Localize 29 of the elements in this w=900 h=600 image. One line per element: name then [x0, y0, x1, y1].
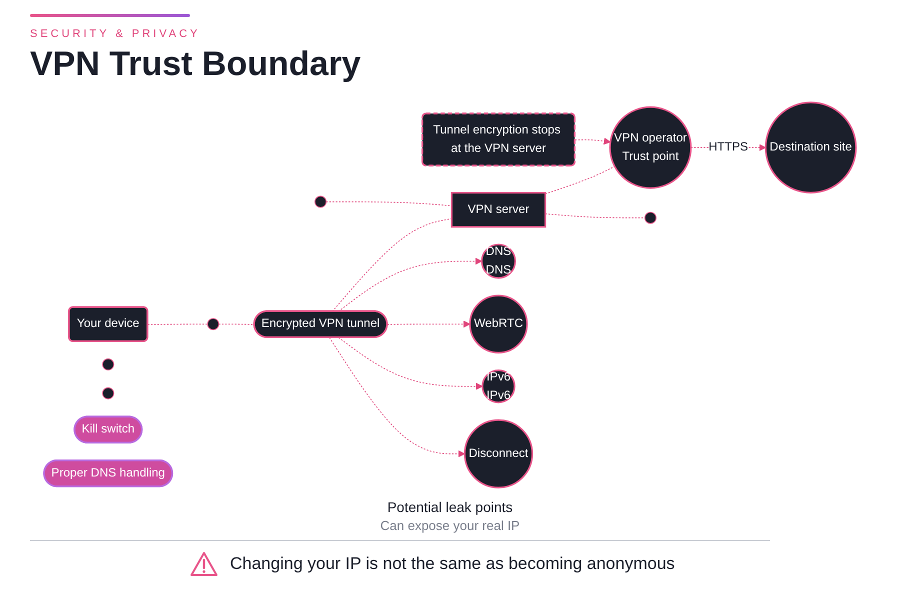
edge-label: HTTPS [708, 140, 748, 154]
section-kicker: SECURITY & PRIVACY [30, 28, 200, 40]
arrow [338, 258, 482, 312]
node-circle [314, 196, 327, 208]
connector [218, 324, 255, 325]
connector [544, 166, 615, 194]
node-circle [644, 212, 656, 224]
node-circle [102, 387, 114, 400]
group-label: Potential leak points [387, 498, 513, 516]
title: VPN Trust Boundary [30, 44, 361, 84]
node-circle: VPN operator Trust point [609, 106, 692, 189]
node-circle [207, 318, 220, 330]
arrow [329, 337, 466, 458]
sub-label: Can expose your real IP [380, 517, 520, 535]
connector [147, 324, 208, 325]
connector [326, 201, 452, 206]
node-circle: Disconnect [464, 419, 534, 488]
connector [544, 213, 646, 218]
arrow [338, 337, 483, 390]
connector [332, 218, 452, 312]
caption: Changing your IP is not the same as becoming anonymous [230, 553, 675, 575]
node-circle [102, 358, 114, 370]
node-box: VPN server [450, 192, 546, 228]
arrow [574, 138, 611, 145]
node-circle: DNS DNS [480, 244, 516, 279]
node-circle: WebRTC [469, 294, 528, 354]
node-circle: Destination site [764, 102, 857, 194]
node-circle: IPv6 IPv6 [482, 369, 516, 404]
arrow [387, 320, 470, 328]
